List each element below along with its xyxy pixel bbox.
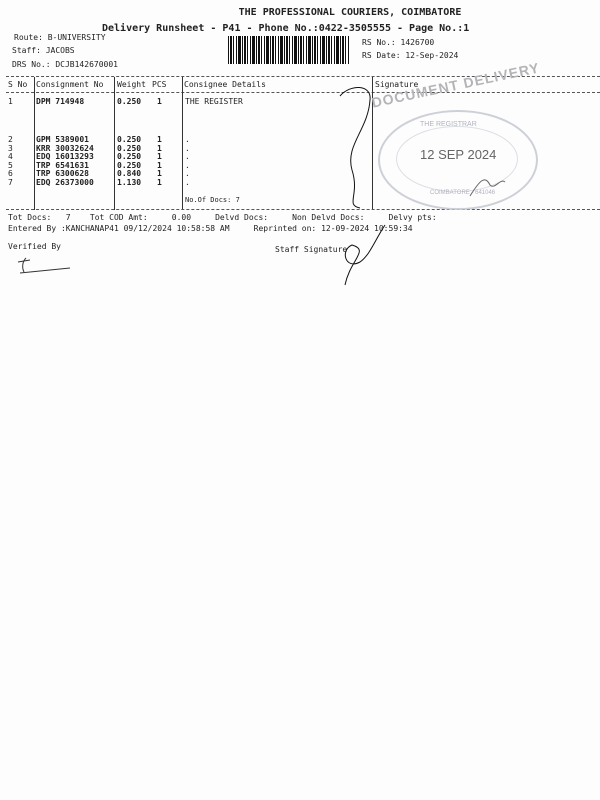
divider <box>6 209 600 210</box>
row-consignment-no: TRP 6541631 <box>36 160 89 170</box>
delivery-signature <box>339 87 371 209</box>
row-consignment-no: EDQ 16013293 <box>36 152 94 161</box>
row-sno: 1 <box>8 97 13 106</box>
col-sno: S No <box>8 80 28 89</box>
row-consignee: . <box>185 169 190 178</box>
row-consignment-no: EDQ 26373000 <box>36 177 94 187</box>
column-rule <box>114 77 115 210</box>
column-rule <box>372 77 373 210</box>
totals-line: Tot Docs: 7 Tot COD Amt: 0.00 Delvd Docs… <box>8 213 437 222</box>
row-consignee: . <box>185 160 190 170</box>
row-consignee: . <box>185 135 190 144</box>
row-sno: 7 <box>8 177 13 187</box>
row-pcs: 1 <box>157 169 162 178</box>
handwritten-signatures <box>17 87 506 286</box>
col-weight: Weight <box>117 80 146 89</box>
row-sno: 3 <box>8 143 13 153</box>
divider <box>6 92 600 93</box>
route: Route: B-UNIVERSITY <box>14 33 106 42</box>
row-weight: 1.130 <box>117 177 142 187</box>
row-pcs: 1 <box>157 135 162 144</box>
seal-date: 12 SEP 2024 <box>420 147 497 162</box>
row-consignment-no: GPM 5389001 <box>36 135 89 144</box>
row-consignee: THE REGISTER <box>185 97 243 106</box>
row-weight: 0.250 <box>117 97 142 106</box>
barcode <box>228 36 350 64</box>
col-pcs: PCS <box>152 80 167 89</box>
staff: Staff: JACOBS <box>12 46 75 55</box>
entered-by: Entered By :KANCHANAP41 09/12/2024 10:58… <box>8 224 413 233</box>
row-consignee: . <box>185 177 190 187</box>
staff-signature <box>344 224 386 286</box>
seal-initials <box>469 179 506 197</box>
verifier-initials <box>17 257 71 274</box>
row-pcs: 1 <box>157 152 162 161</box>
seal-top-text: THE REGISTRAR <box>420 121 477 128</box>
row-pcs: 1 <box>157 143 162 153</box>
column-rule <box>34 77 35 210</box>
row-weight: 0.250 <box>117 160 142 170</box>
column-rule <box>182 77 183 210</box>
row-consignment-no: KRR 30032624 <box>36 143 94 153</box>
row-consignee: . <box>185 143 190 153</box>
rs-number: RS No.: 1426700 <box>362 38 435 47</box>
row-sno: 6 <box>8 169 13 178</box>
row-weight: 0.250 <box>117 152 142 161</box>
row-pcs: 1 <box>157 97 162 106</box>
row-weight: 0.250 <box>117 135 142 144</box>
drs-number: DRS No.: DCJB142670001 <box>12 60 118 69</box>
row-consignee: . <box>185 152 190 161</box>
staff-signature-label: Staff Signature <box>275 245 348 254</box>
company-title: THE PROFESSIONAL COURIERS, COIMBATORE <box>238 7 462 18</box>
row-weight: 0.840 <box>117 169 142 178</box>
row-pcs: 1 <box>157 160 162 170</box>
row-consignment-no: TRP 6300628 <box>36 169 89 178</box>
row-pcs: 1 <box>157 177 162 187</box>
no-of-docs: No.Of Docs: 7 <box>185 196 240 204</box>
registrar-seal: THE REGISTRAR 12 SEP 2024 COIMBATORE - 6… <box>378 110 538 210</box>
verified-by-label: Verified By <box>8 242 61 251</box>
row-sno: 2 <box>8 135 13 144</box>
row-weight: 0.250 <box>117 143 142 153</box>
rs-date: RS Date: 12-Sep-2024 <box>362 51 459 60</box>
divider <box>6 76 600 77</box>
col-consignment: Consignment No <box>36 80 104 89</box>
runsheet-subtitle: Delivery Runsheet - P41 - Phone No.:0422… <box>102 23 470 34</box>
row-consignment-no: DPM 714948 <box>36 97 85 106</box>
row-sno: 4 <box>8 152 13 161</box>
col-consignee: Consignee Details <box>184 80 266 89</box>
row-sno: 5 <box>8 160 13 170</box>
col-signature: Signature <box>375 80 419 89</box>
